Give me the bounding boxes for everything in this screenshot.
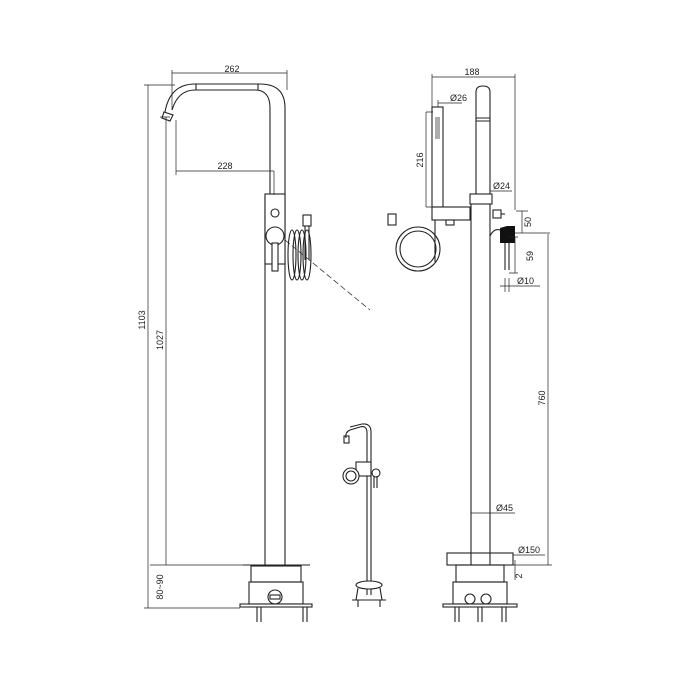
dim-spout-diameter: Ø24	[493, 181, 510, 191]
dim-hand-shower-diameter: Ø26	[450, 93, 467, 103]
side-view: 262 228 1103 1027 80~90	[137, 64, 371, 622]
dim-base-thickness: 2	[514, 573, 524, 578]
isometric-thumbnail	[342, 423, 386, 607]
faucet-front-outline	[387, 85, 515, 565]
front-view: 188 Ø26 216 Ø24 50 59 Ø10 760 Ø45 Ø150 2	[387, 67, 552, 622]
dim-body-height: 760	[537, 390, 547, 405]
dim-spout-height: 1027	[155, 330, 165, 350]
side-dimension-lines	[144, 70, 288, 609]
dim-lever-length: 59	[525, 251, 535, 261]
dim-valve-offset: 50	[523, 217, 533, 227]
dim-column-diameter: Ø45	[496, 503, 513, 513]
dim-spout-reach: 228	[217, 161, 232, 171]
dim-spout-width: 262	[224, 64, 239, 74]
dim-total-height: 1103	[137, 310, 147, 329]
dim-lever-diameter: Ø10	[517, 276, 534, 286]
front-base	[442, 552, 518, 622]
dim-base-diameter: Ø150	[518, 545, 540, 555]
front-dimension-lines	[425, 74, 552, 580]
side-base	[239, 564, 313, 622]
dim-floor-depth: 80~90	[155, 574, 165, 599]
faucet-side-outline	[161, 83, 371, 565]
dim-hand-shower-length: 216	[415, 152, 425, 167]
hose-coil	[287, 214, 312, 281]
dim-front-width: 188	[464, 67, 479, 77]
